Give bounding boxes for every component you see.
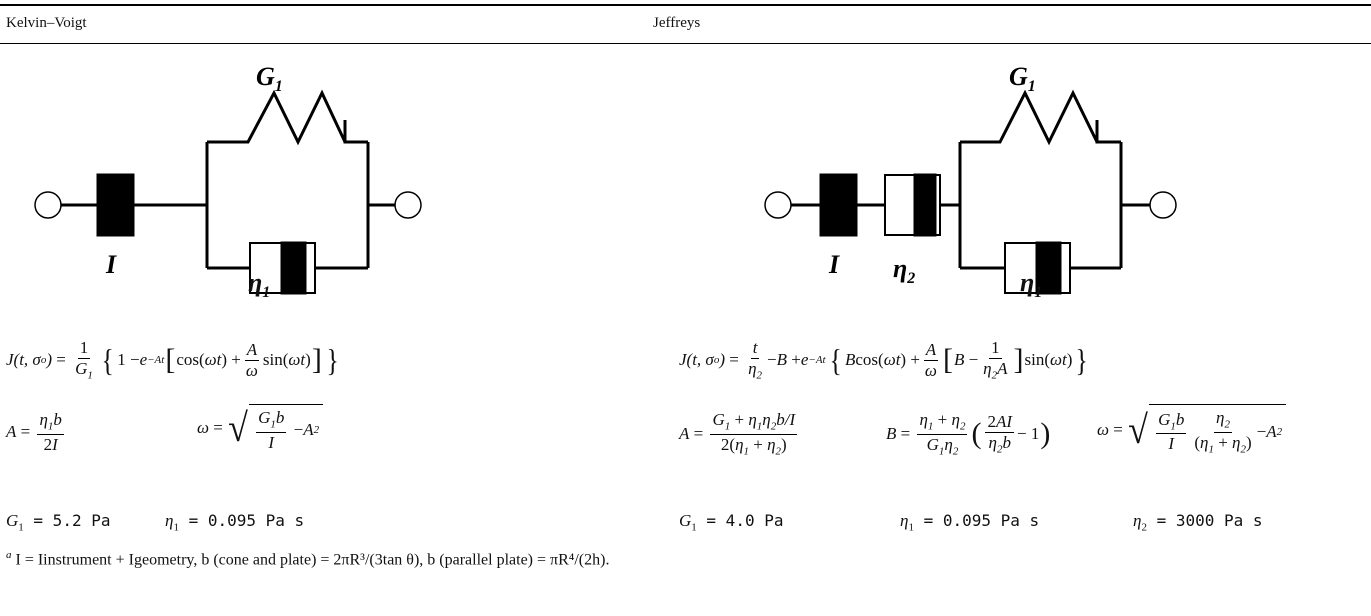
jf-eta2-value: η2 = 3000 Pa s [1133, 511, 1263, 534]
jf-dashpot2-label: η2 [893, 254, 915, 287]
jf-inertia-block [819, 173, 858, 237]
kv-left-terminal [34, 191, 62, 219]
header-rule [0, 43, 1371, 44]
kv-g1-value: G1 = 5.2 Pa [6, 511, 111, 534]
jf-spring-label: G1 [1009, 62, 1036, 95]
jf-eta1-value: η1 = 0.095 Pa s [900, 511, 1040, 534]
kv-right-terminal [394, 191, 422, 219]
jf-inertia-label: I [828, 250, 840, 279]
column-header-jeffreys: Jeffreys [653, 15, 701, 31]
kv-inertia-block [96, 173, 135, 237]
jf-g1-value: G1 = 4.0 Pa [679, 511, 784, 534]
footnote: a I = Iinstrument + Igeometry, b (cone a… [6, 549, 610, 569]
kv-spring [207, 89, 368, 146]
kelvin-voigt-diagram: G1 I [34, 62, 422, 295]
kv-dashpot-label-html: η1 [248, 268, 271, 302]
column-header-kelvin-voigt: Kelvin–Voigt [6, 15, 87, 31]
top-rule [0, 4, 1371, 6]
jeffreys-diagram: G1 I η2 [764, 62, 1177, 295]
jf-dashpot1-label: η1 [1020, 268, 1043, 302]
jf-spring [960, 89, 1121, 146]
jf-right-terminal [1149, 191, 1177, 219]
jf-left-terminal [764, 191, 792, 219]
kv-spring-label: G1 [256, 62, 283, 95]
kv-inertia-label: I [105, 250, 117, 279]
kv-eta1-value: η1 = 0.095 Pa s [165, 511, 305, 534]
